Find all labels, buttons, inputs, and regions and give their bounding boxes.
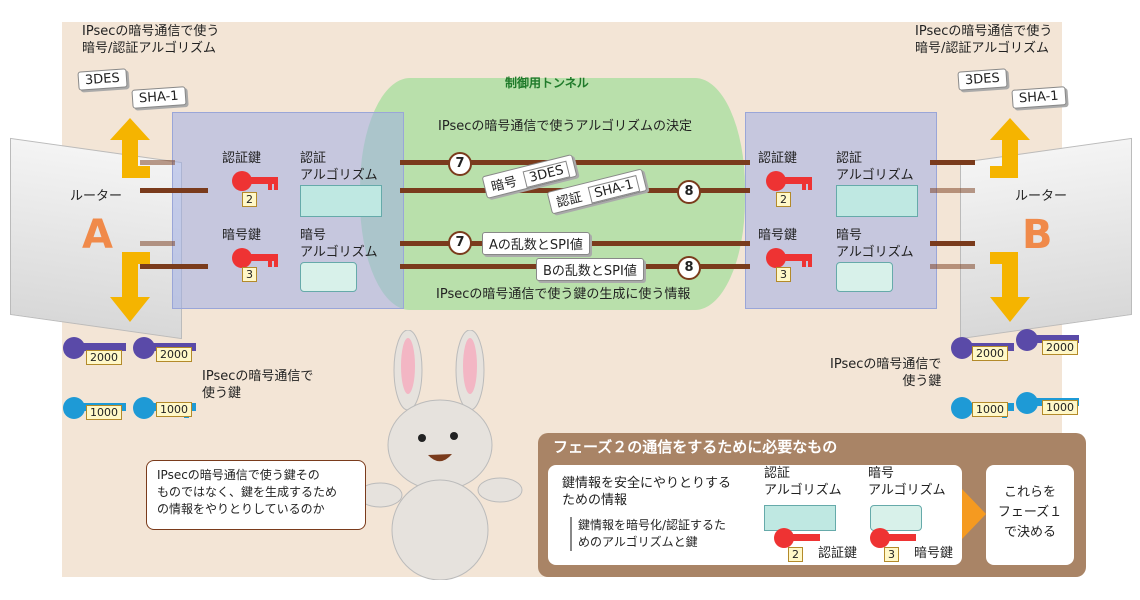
right-card-sha1: SHA-1 [1011,86,1067,109]
left-auth-algo-label: 認証 アルゴリズム [300,151,378,183]
arrow-left-4 [140,264,208,269]
arrow-left-3 [140,241,175,246]
right-keys-title: IPsecの暗号通信で 使う鍵 [830,357,942,389]
step-8-top: 8 [677,180,701,204]
right-key-tag-3: 1000 [972,402,1008,417]
right-auth-key-label: 認証鍵 [758,151,798,166]
left-auth-algo-icon [300,185,382,217]
right-key-tag-1: 2000 [972,346,1008,361]
phase2-panel: フェーズ２の通信をするために必要なもの 鍵情報を安全にやりとりする ための情報 … [538,433,1086,577]
step-7-bottom: 7 [448,231,472,255]
yellow-arrow-down-right [990,252,1030,322]
phase2-title: フェーズ２の通信をするために必要なもの [553,438,838,456]
left-card-sha1: SHA-1 [131,86,187,109]
right-enc-algo-label: 暗号 アルゴリズム [836,228,914,260]
yellow-arrow-up-right [990,118,1030,178]
phase2-main-text: 鍵情報を安全にやりとりする ための情報 [562,476,732,508]
router-b-letter: B [1022,212,1053,258]
arrow-right-4 [930,264,975,269]
router-a-label: ルーター [70,189,123,204]
right-enc-key-num: 3 [776,267,791,282]
phase2-auth-algo-icon [764,505,836,531]
phase2-auth-key-icon [774,528,820,548]
left-key-tag-1: 2000 [86,350,122,365]
arrow-left-2 [140,188,208,193]
speech-bubble: IPsecの暗号通信で使う鍵その ものではなく、鍵を生成するため の情報をやりと… [146,460,366,530]
phase2-auth-key-label: 認証鍵 [818,546,858,561]
left-auth-key-icon [232,171,278,191]
right-algo-title: IPsecの暗号通信で使う 暗号/認証アルゴリズム [915,24,1053,56]
left-enc-key-label: 暗号鍵 [222,228,262,243]
right-auth-key-num: 2 [776,192,791,207]
left-auth-key-num: 2 [242,192,257,207]
line-top-1 [400,160,750,165]
left-algo-title: IPsecの暗号通信で使う 暗号/認証アルゴリズム [82,24,220,56]
tunnel-top-caption: IPsecの暗号通信で使うアルゴリズムの決定 [438,119,692,134]
left-auth-key-label: 認証鍵 [222,151,262,166]
left-enc-key-icon [232,248,278,268]
arrow-right-2 [930,188,975,193]
right-auth-algo-icon [836,185,918,217]
right-key-tag-2: 2000 [1042,340,1078,355]
right-enc-algo-icon [836,262,893,292]
right-card-3des: 3DES [957,68,1008,91]
phase2-arrow-icon [962,489,986,539]
left-keys-title: IPsecの暗号通信で 使う鍵 [202,369,314,401]
left-card-3des: 3DES [77,68,128,91]
phase2-enc-algo-label: 暗号 アルゴリズム [868,466,946,498]
left-enc-algo-label: 暗号 アルゴリズム [300,228,378,260]
right-auth-key-icon [766,171,812,191]
left-enc-algo-icon [300,262,357,292]
right-enc-key-icon [766,248,812,268]
right-key-tag-4: 1000 [1042,400,1078,415]
step-8-bottom: 8 [677,256,701,280]
tunnel-label: 制御用トンネル [505,76,589,90]
router-b-label: ルーター [1015,189,1068,204]
yellow-arrow-down-left [110,252,150,322]
right-enc-key-label: 暗号鍵 [758,228,798,243]
phase2-enc-key-icon [870,528,916,548]
tunnel-msg-b: Bの乱数とSPI値 [536,258,644,281]
phase2-decision: これらを フェーズ１ で決める [986,465,1074,565]
phase2-requirements: 鍵情報を安全にやりとりする ための情報 鍵情報を暗号化/認証するた めのアルゴリ… [548,465,962,565]
yellow-arrow-up-left [110,118,150,178]
phase2-auth-key-num: 2 [788,547,803,562]
phase2-enc-algo-icon [870,505,922,531]
router-a-letter: A [82,212,113,258]
phase2-sub-text: 鍵情報を暗号化/認証するた めのアルゴリズムと鍵 [570,517,726,551]
rabbit-mascot-icon [357,330,523,580]
arrow-right-1 [930,160,975,165]
phase2-enc-key-num: 3 [884,547,899,562]
left-enc-key-num: 3 [242,267,257,282]
left-key-tag-3: 1000 [86,405,122,420]
tunnel-msg-a: Aの乱数とSPI値 [482,232,590,255]
phase2-auth-algo-label: 認証 アルゴリズム [764,466,842,498]
step-7-top: 7 [448,152,472,176]
tunnel-bottom-caption: IPsecの暗号通信で使う鍵の生成に使う情報 [436,287,691,302]
left-key-tag-4: 1000 [156,402,192,417]
arrow-left-1 [140,160,175,165]
phase2-enc-key-label: 暗号鍵 [914,546,954,561]
left-key-tag-2: 2000 [156,347,192,362]
arrow-right-3 [930,241,975,246]
right-auth-algo-label: 認証 アルゴリズム [836,151,914,183]
speech-bubble-text: IPsecの暗号通信で使う鍵その ものではなく、鍵を生成するため の情報をやりと… [157,468,338,516]
phase2-decide-text: これらを フェーズ１ で決める [997,485,1063,540]
